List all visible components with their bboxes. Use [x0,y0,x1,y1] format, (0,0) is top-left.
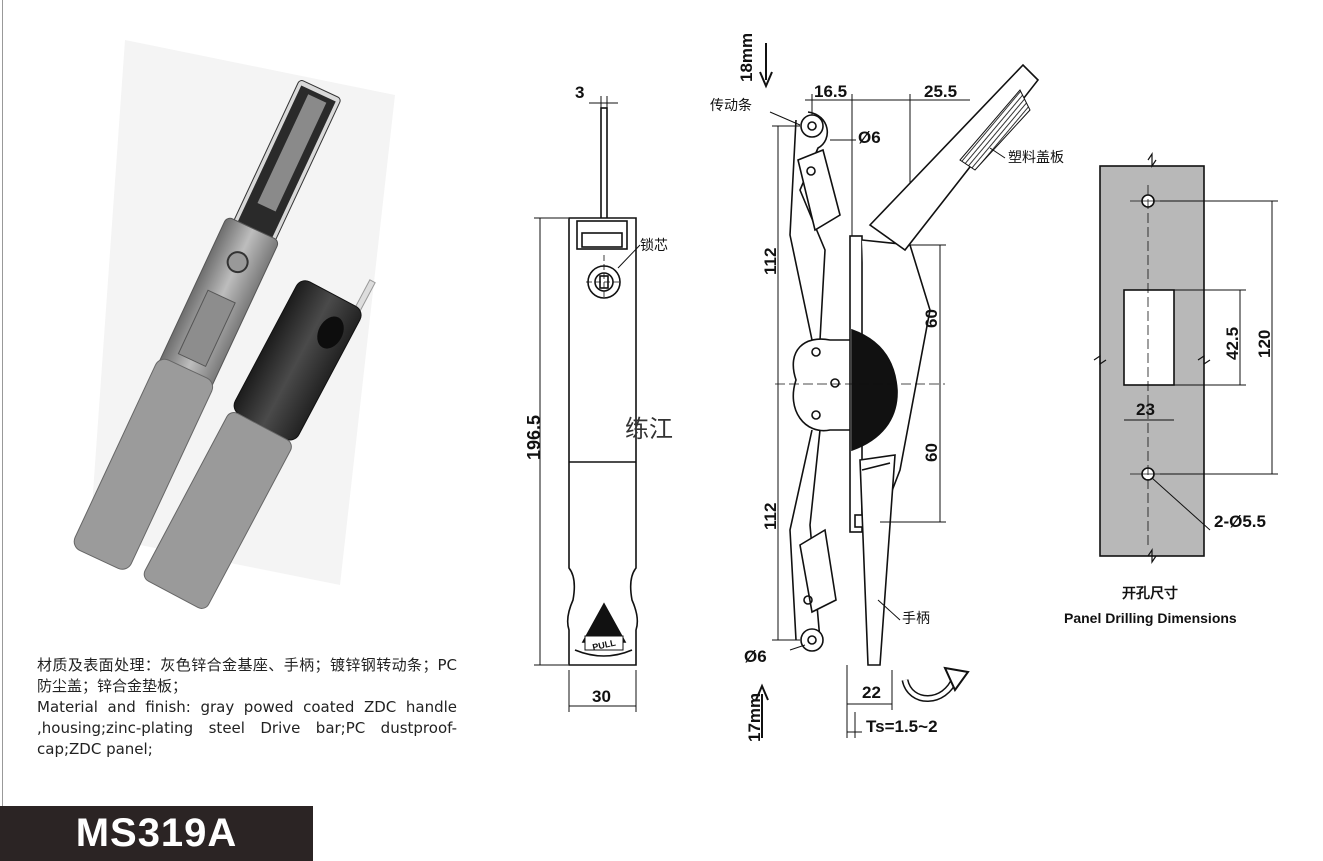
side-dim-112-bottom: 112 [761,503,780,530]
front-label-core: 锁芯 [640,238,668,254]
side-dim-dia-bottom: Ø6 [744,647,767,666]
panel-title-en: Panel Drilling Dimensions [1064,610,1237,626]
product-photo [73,40,395,609]
side-dim-60-top: 60 [922,309,941,328]
material-text-zh: 材质及表面处理：灰色锌合金基座、手柄；镀锌钢转动条；PC防尘盖；锌合金垫板； [37,656,457,695]
panel-dim-holes: 2-Ø5.5 [1214,512,1266,531]
panel-dim-42-5: 42.5 [1223,327,1242,360]
side-dim-25-5: 25.5 [924,82,957,101]
side-dim-down: 17mm [745,693,764,742]
front-dim-height: 196.5 [524,415,544,460]
side-dim-ts: Ts=1.5~2 [866,717,938,736]
side-dim-16-5: 16.5 [814,82,847,101]
side-view [755,43,1040,738]
side-dim-dia-top: Ø6 [858,128,881,147]
side-dim-60-bottom: 60 [922,443,941,462]
lock-upper-part [73,80,341,570]
lock-lower-part [143,279,376,609]
front-dim-width: 30 [592,687,611,706]
material-description: 材质及表面处理：灰色锌合金基座、手柄；镀锌钢转动条；PC防尘盖；锌合金垫板； M… [37,655,457,760]
panel-dim-120: 120 [1255,330,1274,358]
watermark: 练江 [625,415,673,443]
material-text-en: Material and finish: gray powed coated Z… [37,698,457,758]
side-label-cover: 塑料盖板 [1008,150,1064,166]
front-dim-top: 3 [575,83,584,102]
side-dim-22: 22 [862,683,881,702]
model-badge: MS319A [0,806,313,861]
side-label-handle: 手柄 [902,611,930,627]
front-view [534,96,641,712]
side-label-drive-bar: 传动条 [710,97,752,114]
left-border-rule [2,0,3,806]
panel-drilling [1093,152,1278,564]
side-dim-112-top: 112 [761,248,780,275]
panel-title-zh: 开孔尺寸 [1122,585,1178,602]
panel-dim-23: 23 [1136,400,1155,419]
front-pull-text: PULL [591,638,617,653]
side-dim-up: 18mm [737,33,756,82]
